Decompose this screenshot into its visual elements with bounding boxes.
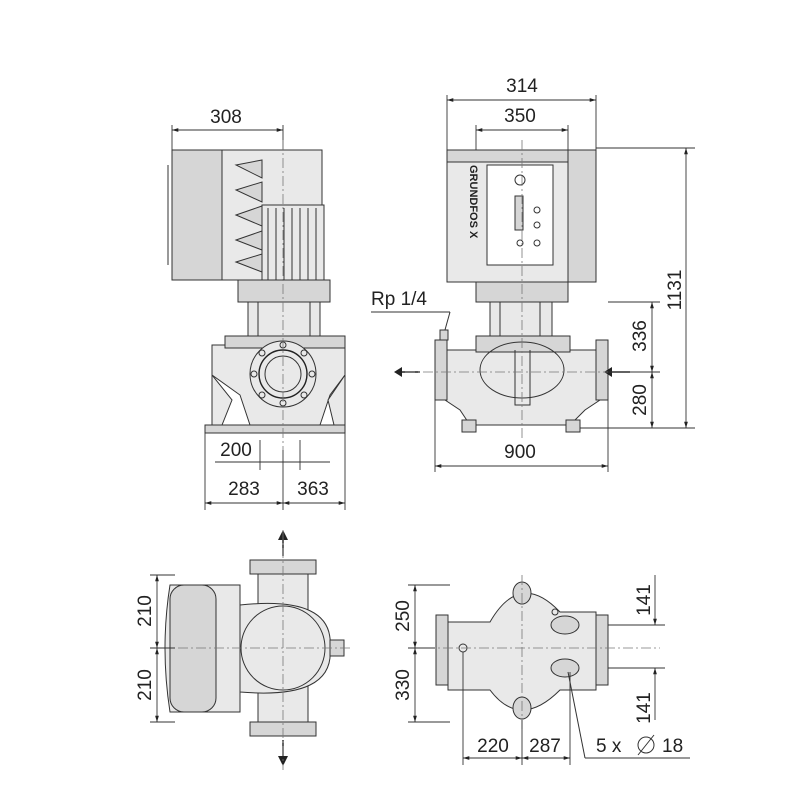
front-dim-length: 900: [504, 442, 536, 463]
base-dim-upper: 250: [393, 600, 414, 632]
front-dim-height-upper: 336: [630, 320, 651, 352]
front-dim-width-inner: 350: [504, 106, 536, 127]
front-view: 314 350 GRUNDFOS X Rp 1/4: [371, 76, 695, 472]
top-dim-upper: 210: [135, 595, 156, 627]
base-holes-count: 5 x: [596, 736, 622, 757]
port-label: Rp 1/4: [371, 289, 427, 310]
base-dim-lower: 330: [393, 669, 414, 701]
panel-indicator-icon: [514, 174, 526, 186]
side-dim-motor-width: 308: [210, 107, 242, 128]
base-view: 250 330 141 141 220 287 5 x 18: [393, 575, 690, 765]
side-dim-foot-left: 283: [228, 479, 260, 500]
brand-label: GRUNDFOS X: [467, 165, 479, 239]
front-dim-height-lower: 280: [630, 384, 651, 416]
top-dim-lower: 210: [135, 669, 156, 701]
front-dim-width-total: 314: [506, 76, 538, 97]
base-dim-right-upper: 141: [634, 584, 655, 616]
base-dim-right-lower: 141: [634, 692, 655, 724]
base-hole-diameter: 18: [662, 736, 683, 757]
base-dim-bottom-right: 287: [529, 736, 561, 757]
panel-display-icon: [514, 195, 524, 231]
side-view: 308: [167, 107, 346, 510]
side-dim-foot-right: 363: [297, 479, 329, 500]
base-dim-bottom-left: 220: [477, 736, 509, 757]
fan-grille: [267, 208, 317, 280]
diameter-icon: [637, 736, 655, 754]
side-dim-foot-inner: 200: [220, 440, 252, 461]
front-dim-height-total: 1131: [665, 270, 686, 311]
top-view: 210 210: [135, 530, 350, 770]
motor-fins: [234, 159, 263, 273]
